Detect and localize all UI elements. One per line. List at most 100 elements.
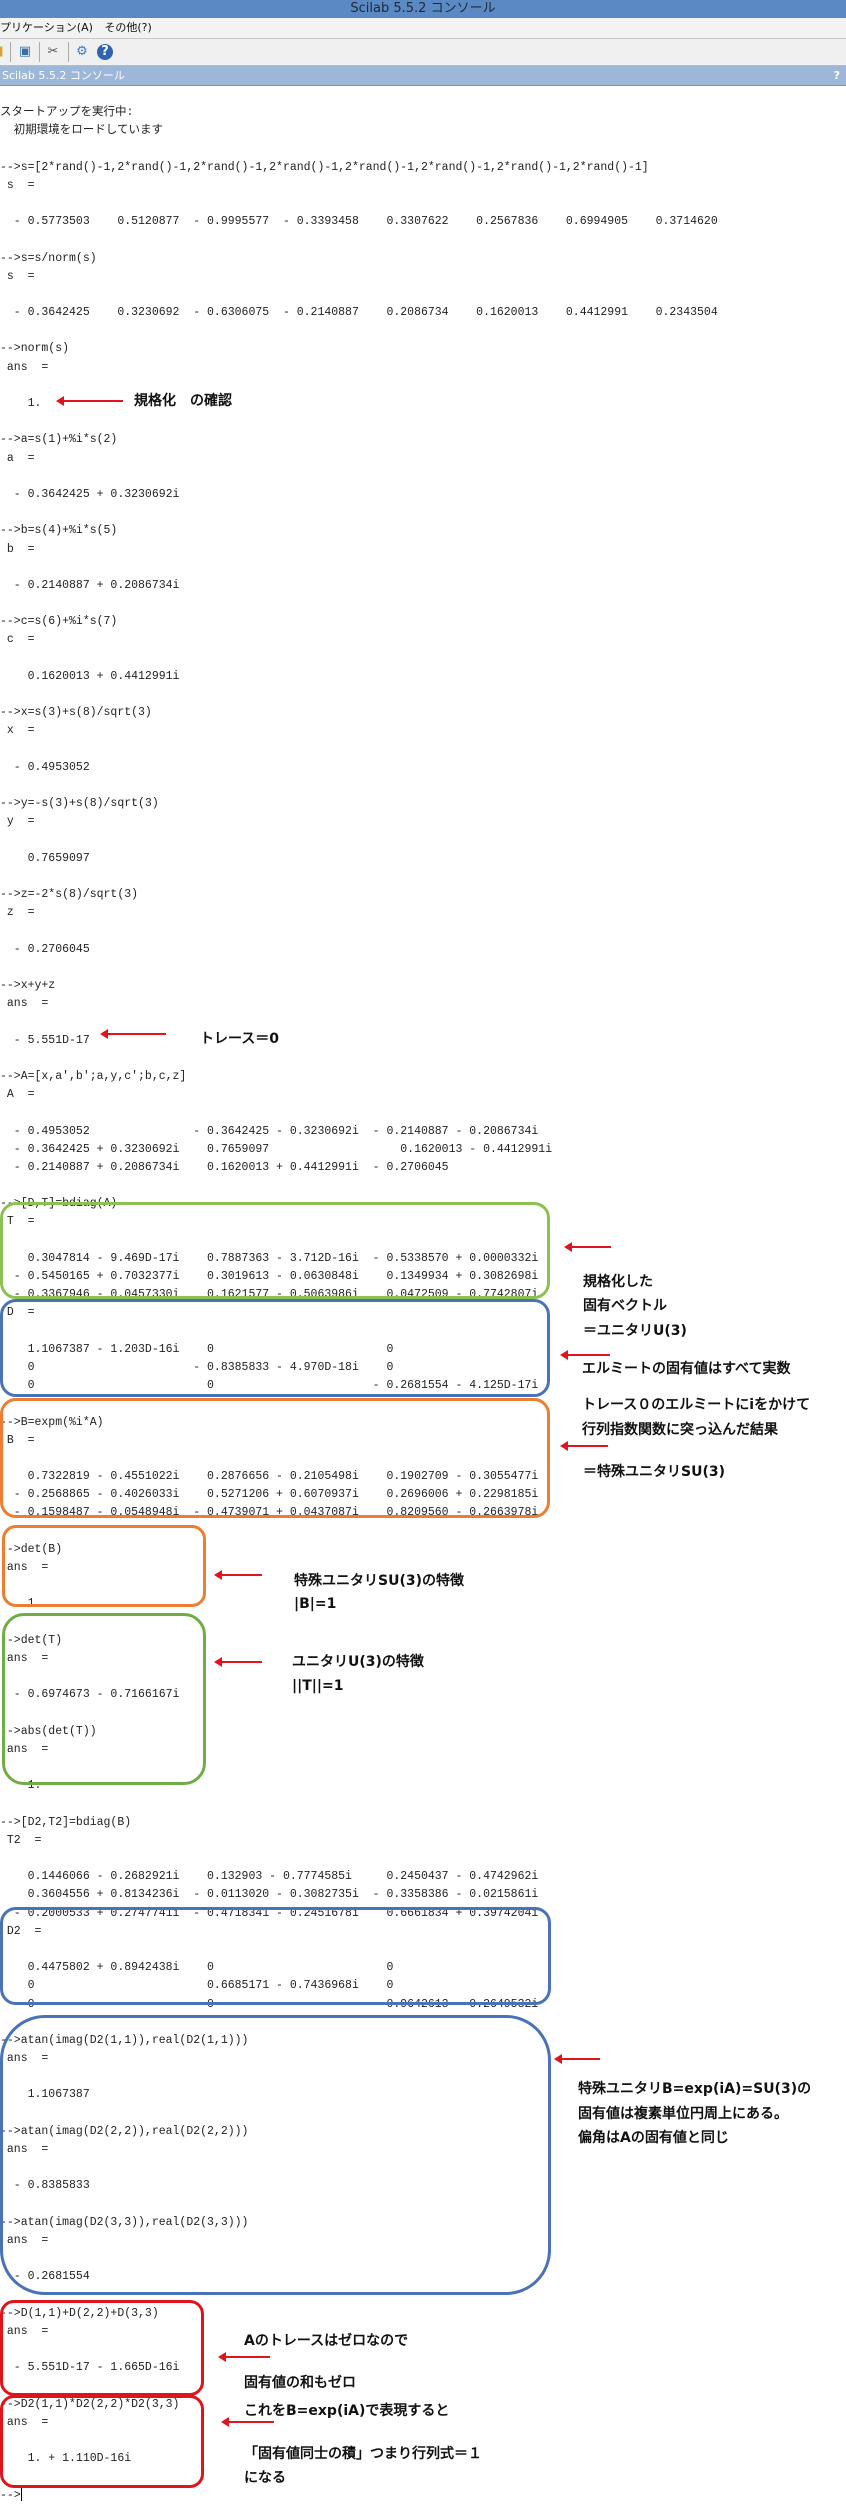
- tools-icon[interactable]: ✂: [47, 44, 59, 59]
- output-line: - 0.3367946 - 0.0457330i 0.1621577 - 0.5…: [0, 1286, 846, 1304]
- blank-line: [0, 231, 846, 249]
- output-line: 0 0 0.9642613 - 0.2649532i: [0, 1996, 846, 2014]
- blank-line: [0, 959, 846, 977]
- arrow-left-icon: [214, 1657, 262, 1667]
- output-line: s =: [0, 268, 846, 286]
- console-line-text: -->D(1,1)+D(2,2)+D(3,3): [0, 2306, 159, 2320]
- blank-line: [0, 2341, 846, 2359]
- console-line-text: -->s=[2*rand()-1,2*rand()-1,2*rand()-1,2…: [0, 160, 649, 174]
- command-line: -->[D2,T2]=bdiag(B): [0, 1814, 846, 1832]
- note-su3-2: 固有値は複素単位円周上にある。: [578, 2106, 788, 2122]
- blank-line: [0, 2468, 846, 2486]
- console-line-text: -->s=s/norm(s): [0, 251, 97, 265]
- output-line: 0.7659097: [0, 850, 846, 868]
- output-line: 0.7322819 - 0.4551022i 0.2876656 - 0.210…: [0, 1468, 846, 1486]
- console-line-text: 0.3047814 - 9.469D-17i 0.7887363 - 3.712…: [0, 1251, 539, 1265]
- console-line-text: 0.1620013 + 0.4412991i: [0, 669, 180, 683]
- command-line: -->B=expm(%i*A): [0, 1414, 846, 1432]
- output-line: - 0.2681554: [0, 2268, 846, 2286]
- toolbar: ▮ ▣ ✂ ⚙ ?: [0, 39, 846, 66]
- console-line-text: y =: [0, 815, 35, 829]
- note-eigvec-3: ＝ユニタリU(3): [583, 1323, 687, 1339]
- output-line: - 0.3642425 + 0.3230692i 0.7659097 0.162…: [0, 1141, 846, 1159]
- note-su3-1: 特殊ユニタリB=exp(iA)=SU(3)の: [578, 2081, 812, 2097]
- output-line: - 0.1598487 - 0.0548948i - 0.4739071 + 0…: [0, 1504, 846, 1522]
- arrow-left-icon: [56, 396, 123, 406]
- note-norm-check: 規格化 の確認: [134, 393, 232, 409]
- console-line-text: 初期環境をロードしています: [0, 124, 163, 138]
- blank-line: [0, 2287, 846, 2305]
- console-line-text: ans =: [0, 1742, 49, 1756]
- note-expm-3: ＝特殊ユニタリSU(3): [583, 1464, 725, 1480]
- console-line-text: -->y=-s(3)+s(8)/sqrt(3): [0, 797, 159, 811]
- console-line-text: -->D2(1,1)*D2(2,2)*D2(3,3): [0, 2397, 180, 2411]
- console-line-text: 0 0 0.9642613 - 0.2649532i: [0, 1997, 539, 2011]
- console-line-text: -->b=s(4)+%i*s(5): [0, 524, 118, 538]
- output-line: - 5.551D-17 - 1.665D-16i: [0, 2359, 846, 2377]
- command-line: -->D(1,1)+D(2,2)+D(3,3): [0, 2305, 846, 2323]
- note-detT-2: ||T||=1: [292, 1678, 344, 1694]
- note-trace-zero: トレース＝0: [200, 1031, 280, 1047]
- output-line: - 0.4953052 - 0.3642425 - 0.3230692i - 0…: [0, 1123, 846, 1141]
- blank-line: [0, 1759, 846, 1777]
- output-line: ans =: [0, 2050, 846, 2068]
- output-line: ans =: [0, 2232, 846, 2250]
- output-line: D =: [0, 1304, 846, 1322]
- note-hermite-eig: エルミートの固有値はすべて実数: [582, 1361, 791, 1377]
- command-line: -->c=s(6)+%i*s(7): [0, 613, 846, 631]
- console-icon[interactable]: ▣: [18, 44, 32, 59]
- command-line: -->[D,T]=bdiag(A): [0, 1195, 846, 1213]
- console-line-text: ans =: [0, 1561, 49, 1574]
- file-icon[interactable]: ▮: [0, 44, 8, 60]
- console-line-text: z =: [0, 906, 35, 920]
- console-help-button[interactable]: ?: [833, 69, 840, 82]
- arrow-left-icon: [560, 1350, 610, 1360]
- blank-line: [0, 195, 846, 213]
- blank-line: [0, 595, 846, 613]
- console-title: Scilab 5.5.2 コンソール: [2, 69, 125, 82]
- text-cursor: [20, 2488, 22, 2502]
- output-line: z =: [0, 904, 846, 922]
- note-sum-4: 「固有値同士の積」つまり行列式＝１: [244, 2446, 482, 2462]
- console-line-text: -->B=expm(%i*A): [0, 1415, 104, 1429]
- console-line-text: ans =: [0, 2324, 49, 2338]
- window-title-bar: Scilab 5.5.2 コンソール: [0, 0, 846, 18]
- menu-help[interactable]: その他(?): [104, 21, 152, 34]
- blank-line: [0, 468, 846, 486]
- console-line-text: s =: [0, 269, 35, 283]
- output-line: s =: [0, 177, 846, 195]
- console-line-text: ans =: [0, 2233, 49, 2247]
- blank-line: [0, 741, 846, 759]
- gear-icon[interactable]: ⚙: [76, 44, 88, 59]
- console-line-text: - 0.4953052 - 0.3642425 - 0.3230692i - 0…: [0, 1124, 539, 1138]
- help-icon[interactable]: ?: [97, 44, 113, 60]
- output-line: b =: [0, 541, 846, 559]
- blank-line: [0, 1104, 846, 1122]
- blank-line: [0, 1013, 846, 1031]
- output-line: a =: [0, 450, 846, 468]
- console-line-text: -->a=s(1)+%i*s(2): [0, 433, 118, 447]
- output-line: 初期環境をロードしています: [0, 122, 846, 140]
- console-line-text: ans =: [0, 2052, 49, 2066]
- blank-line: [0, 1705, 846, 1723]
- blank-line: [0, 559, 846, 577]
- blank-line: [0, 1795, 846, 1813]
- console-output[interactable]: スタートアップを実行中: 初期環境をロードしています-->s=[2*rand()…: [0, 104, 846, 2505]
- menu-applications[interactable]: プリケーション(A): [0, 21, 93, 34]
- command-line: -->a=s(1)+%i*s(2): [0, 431, 846, 449]
- note-sum-2: 固有値の和もゼロ: [244, 2375, 356, 2391]
- blank-line: [0, 1232, 846, 1250]
- output-line: 0.1620013 + 0.4412991i: [0, 668, 846, 686]
- output-line: 1.1067387 - 1.203D-16i 0 0: [0, 1341, 846, 1359]
- output-line: T =: [0, 1213, 846, 1231]
- output-line: 0.1446066 - 0.2682921i 0.132903 - 0.7774…: [0, 1868, 846, 1886]
- output-line: B =: [0, 1432, 846, 1450]
- arrow-left-icon: [560, 1441, 608, 1451]
- blank-line: [0, 1523, 846, 1541]
- console-line-text: D =: [0, 1306, 35, 1320]
- output-line: - 0.2000533 + 0.2747741i - 0.4718341 - 0…: [0, 1905, 846, 1923]
- console-line-text: ans =: [0, 1651, 49, 1665]
- blank-line: [0, 2159, 846, 2177]
- output-line: 0.3604556 + 0.8134236i - 0.0113020 - 0.3…: [0, 1886, 846, 1904]
- console-line-text: -->atan(imag(D2(2,2)),real(D2(2,2))): [0, 2124, 249, 2138]
